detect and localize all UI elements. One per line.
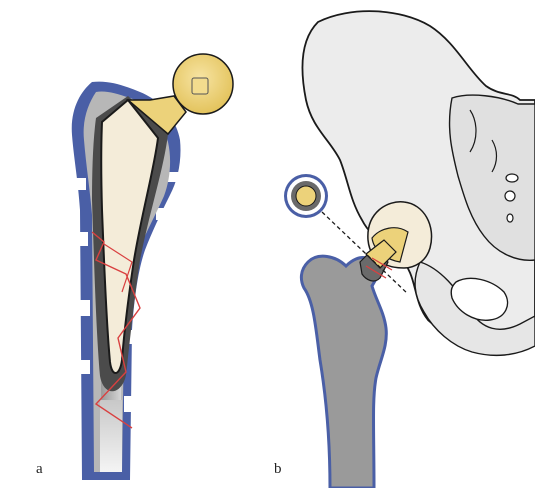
sacral-foramen [505,191,515,201]
panel-label-a: a [36,461,43,478]
cross-section-inset [284,174,328,221]
cortex-gap [78,232,88,246]
head-taper [192,78,208,94]
panel-a-implant-femur [72,54,233,480]
sacral-foramen [507,214,513,222]
cortex-gap [156,208,170,220]
cortex-gap [80,360,90,374]
sacral-foramen [506,174,518,182]
panel-label-b: b [274,461,282,478]
cortex-gap [168,172,180,182]
proximal-femur [301,256,386,488]
cortex-gap [80,300,90,316]
panel-b-hip-joint [284,11,535,488]
cortex-gap [74,178,86,190]
cortex-gap [124,396,134,412]
distal-canal [100,400,122,472]
